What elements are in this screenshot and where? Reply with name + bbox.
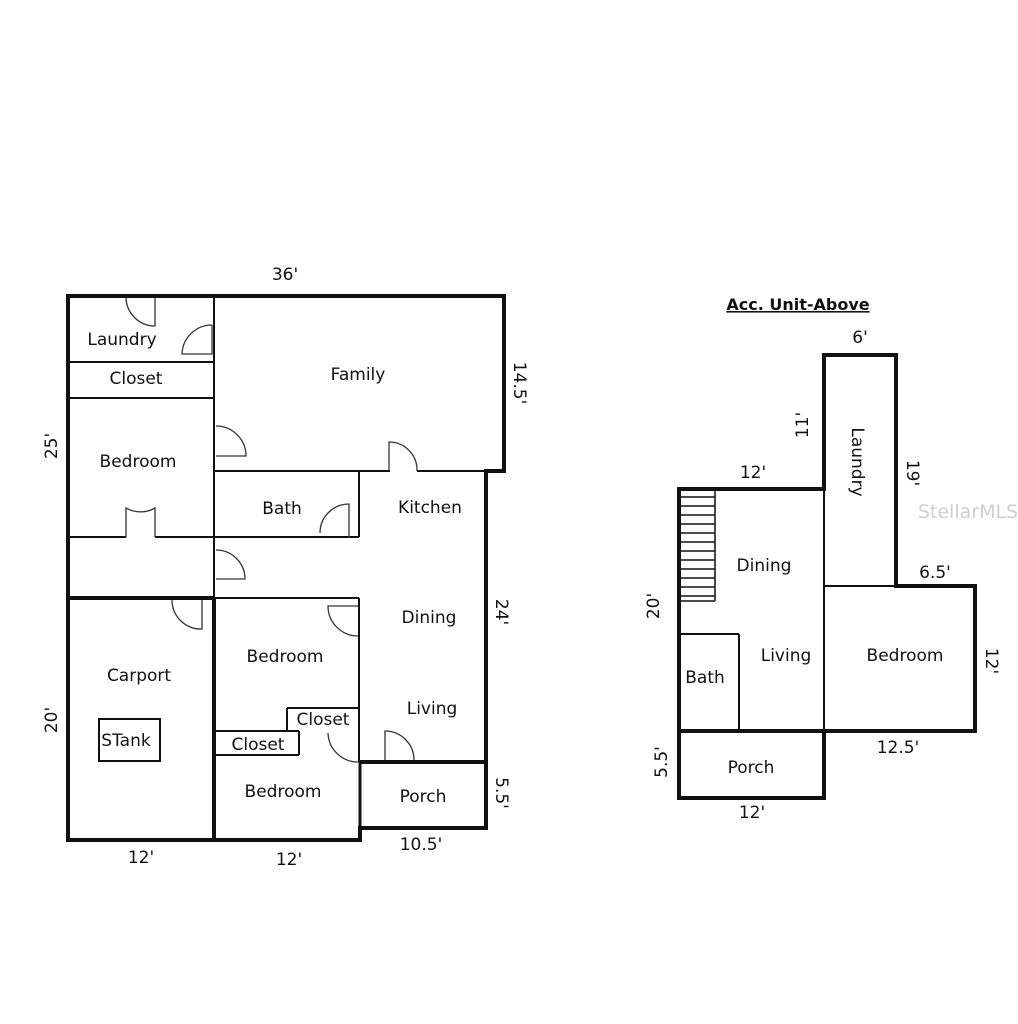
dim-top-36: 36': [272, 265, 298, 285]
room-dining: Dining: [402, 608, 457, 628]
room-porch: Porch: [400, 787, 447, 807]
room-laundry: Laundry: [87, 330, 156, 350]
dim-bottom-bedroom: 12': [276, 850, 302, 870]
room-closet-2: Closet: [297, 710, 350, 730]
acc-dim-laundry-top: 6': [852, 328, 868, 348]
acc-dim-laundry-left: 11': [793, 412, 813, 438]
dim-left-upper: 25': [42, 433, 62, 459]
dim-left-lower: 20': [42, 707, 62, 733]
acc-dim-porch-left: 5.5': [652, 746, 672, 778]
dim-right-upper: 14.5': [509, 362, 529, 405]
acc-dim-laundry-right: 19': [902, 460, 922, 486]
acc-room-bath: Bath: [685, 668, 725, 688]
room-kitchen: Kitchen: [398, 498, 462, 518]
watermark: StellarMLS: [918, 501, 1018, 523]
acc-dim-left: 20': [644, 593, 664, 619]
room-stank: STank: [101, 731, 151, 751]
acc-unit-plan: [677, 353, 977, 800]
acc-dim-bedroom-right: 12': [981, 648, 1001, 674]
dim-bottom-carport: 12': [128, 848, 154, 868]
dim-bottom-porch: 10.5': [400, 835, 443, 855]
room-bath: Bath: [262, 499, 302, 519]
acc-room-bedroom: Bedroom: [867, 646, 944, 666]
room-family: Family: [331, 365, 386, 385]
dim-right-porch: 5.5': [491, 777, 511, 809]
room-bedroom-1: Bedroom: [100, 452, 177, 472]
room-closet-top: Closet: [110, 369, 163, 389]
main-floor-plan: [66, 294, 506, 842]
room-living: Living: [407, 699, 458, 719]
acc-room-living: Living: [761, 646, 812, 666]
acc-room-porch: Porch: [728, 758, 775, 778]
acc-room-laundry: Laundry: [847, 427, 867, 496]
room-closet-3: Closet: [232, 735, 285, 755]
dim-right-mid: 24': [491, 599, 511, 625]
room-bedroom-3: Bedroom: [245, 782, 322, 802]
stairs-icon: [681, 489, 716, 602]
acc-unit-title: Acc. Unit-Above: [726, 295, 869, 314]
room-bedroom-2: Bedroom: [247, 647, 324, 667]
room-carport: Carport: [107, 666, 171, 686]
acc-dim-porch-bottom: 12': [739, 803, 765, 823]
acc-room-dining: Dining: [737, 556, 792, 576]
acc-dim-bedroom-bottom: 12.5': [877, 738, 920, 758]
acc-dim-bedroom-top: 6.5': [919, 563, 951, 583]
acc-dim-dining-top: 12': [740, 463, 766, 483]
